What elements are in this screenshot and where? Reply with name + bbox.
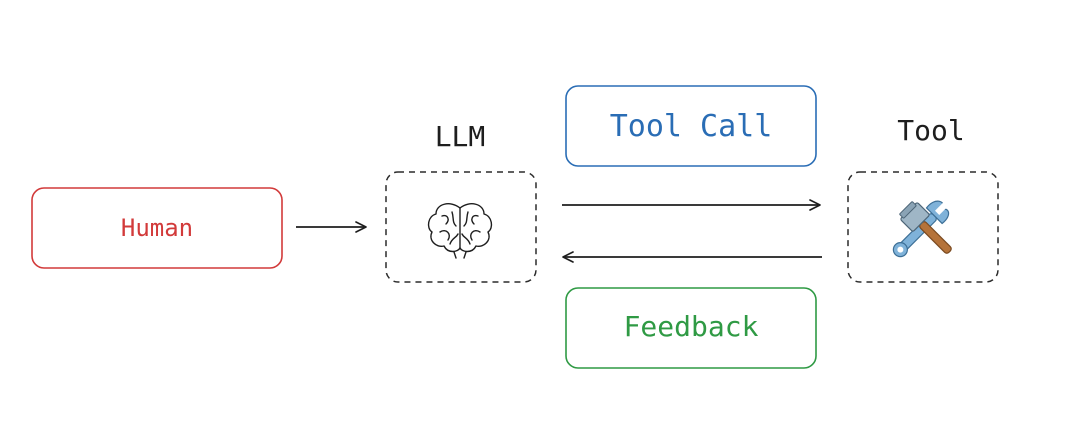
llm-title: LLM	[435, 120, 486, 153]
llm-node: LLM	[385, 120, 537, 283]
brain-icon	[427, 203, 493, 259]
feedback-box	[565, 287, 817, 369]
tool-call-label: Tool Call	[610, 109, 773, 144]
human-node: Human	[31, 187, 283, 269]
tool-title: Tool	[897, 114, 964, 147]
tool-node: Tool	[847, 114, 999, 283]
tool-call-box	[565, 85, 817, 167]
human-label: Human	[121, 214, 193, 242]
llm-box	[385, 171, 537, 283]
feedback-node: Feedback	[565, 287, 817, 369]
human-box	[31, 187, 283, 269]
tool-box	[847, 171, 999, 283]
tool-call-node: Tool Call	[565, 85, 817, 167]
hammer-and-wrench-icon	[892, 200, 952, 258]
feedback-label: Feedback	[624, 310, 759, 343]
